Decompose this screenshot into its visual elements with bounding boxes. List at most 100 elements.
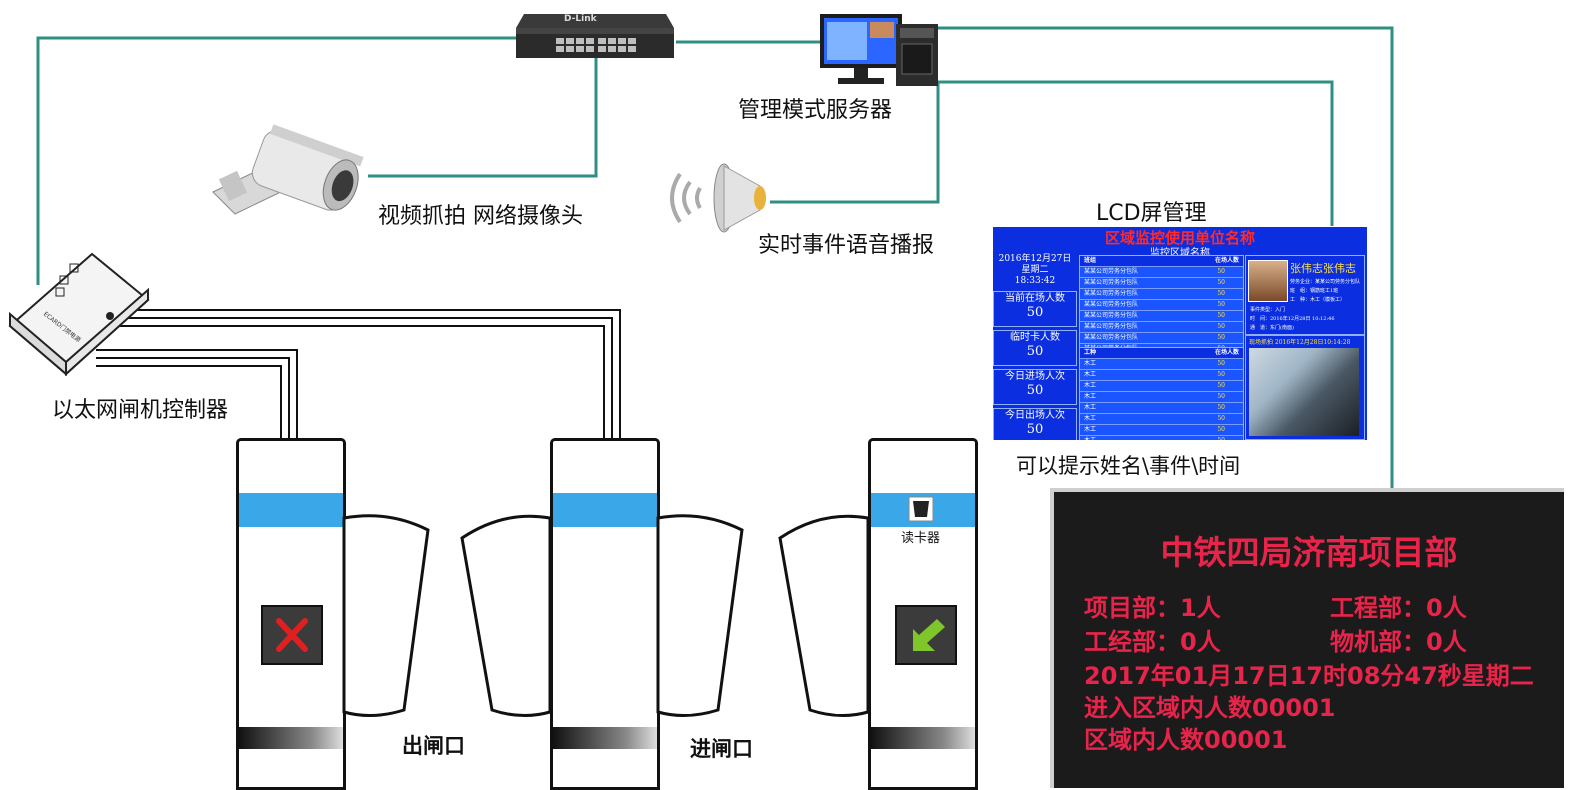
- lcd-time: 18:33:42: [1014, 276, 1056, 286]
- gate-base: [871, 727, 975, 749]
- wire-switch-camera: [368, 58, 598, 178]
- person-info: 时 间：2016年12月28日 10:12:46: [1250, 316, 1335, 322]
- gate-wing-entry-left: [778, 514, 870, 717]
- table-row: 木工 50: [1080, 359, 1243, 370]
- person-info: 班 组：钢筋班工1班: [1290, 288, 1339, 294]
- table-cell: 木工: [1084, 360, 1097, 367]
- lcd-snapshot: 现场抓拍 2016年12月28日10:14:28: [1245, 335, 1365, 440]
- table-cell: 某某公司劳务分包队: [1084, 312, 1139, 319]
- led-line: 工程部：0人: [1330, 594, 1467, 622]
- table-cell: 木工: [1084, 371, 1097, 378]
- person-info: 劳务企业：某某公司劳务分包队: [1290, 279, 1361, 285]
- lcd-person-card: 张伟志张伟志 劳务企业：某某公司劳务分包队 班 组：钢筋班工1班 工 种：木工（…: [1245, 255, 1365, 335]
- table-row: 某某公司劳务分包队 50: [1080, 322, 1243, 333]
- lcd-datetime: 2016年12月27日 星期二 18:33:42: [993, 254, 1077, 288]
- stat-label: 当前在场人数: [1005, 293, 1065, 304]
- table-cell: 50: [1217, 268, 1225, 275]
- speaker-label: 实时事件语音播报: [758, 233, 935, 258]
- table-header-cell: 班组: [1084, 257, 1097, 264]
- table-cell: 50: [1217, 323, 1225, 330]
- controller-label: 以太网闸机控制器: [52, 398, 229, 423]
- gate-wing-exit-left: [460, 514, 552, 717]
- lcd-note: 可以提示姓名\事件\时间: [1016, 454, 1241, 478]
- table-cell: 某某公司劳务分包队: [1084, 268, 1139, 275]
- table-cell: 某某公司劳务分包队: [1084, 279, 1139, 286]
- wire-server-led: [938, 26, 1394, 488]
- lcd-trade-table: 工种在场人数木工50木工50木工50木工50木工50木工50木工50木工50: [1079, 347, 1244, 440]
- snapshot-header: 现场抓拍 2016年12月28日10:14:28: [1249, 339, 1351, 346]
- table-row: 某某公司劳务分包队 50: [1080, 267, 1243, 278]
- stat-value: 50: [1026, 305, 1044, 320]
- table-cell: 某某公司劳务分包队: [1084, 290, 1139, 297]
- lcd-unit-title: 区域监控使用单位名称: [1104, 229, 1255, 247]
- person-photo: [1248, 260, 1288, 302]
- table-cell: 50: [1217, 404, 1225, 411]
- table-cell: 某某公司劳务分包队: [1084, 323, 1139, 330]
- turnstile-gate-right: 读卡器: [868, 438, 978, 790]
- lcd-date: 2016年12月27日: [998, 254, 1072, 264]
- server-computer: [818, 10, 940, 88]
- table-cell: 50: [1217, 360, 1225, 367]
- person-info: 事件类型：入门: [1250, 307, 1286, 313]
- stat-value: 50: [1026, 422, 1044, 437]
- wire-switch-controller: [36, 36, 518, 285]
- speaker-icon: [650, 158, 770, 238]
- camera-icon: [205, 122, 375, 222]
- table-row: 木工 50: [1080, 436, 1243, 440]
- lcd-title-label: LCD屏管理: [1096, 201, 1207, 226]
- snapshot-image: [1249, 348, 1359, 436]
- table-cell: 50: [1217, 301, 1225, 308]
- cable-gate2-a: [110, 309, 621, 440]
- table-cell: 木工: [1084, 393, 1097, 400]
- table-cell: 木工: [1084, 426, 1097, 433]
- camera-label: 视频抓拍 网络摄像头: [378, 204, 583, 229]
- table-row: 某某公司劳务分包队 50: [1080, 333, 1243, 344]
- gate-indicator-band: [553, 493, 657, 527]
- table-header: 工种在场人数: [1080, 348, 1243, 359]
- led-line: 进入区域内人数00001: [1084, 694, 1336, 722]
- card-reader-label: 读卡器: [901, 531, 941, 546]
- led-line: 工经部：0人: [1084, 628, 1221, 656]
- gate-wing-exit-right: [342, 514, 430, 717]
- gate-indicator-band: [239, 493, 343, 527]
- table-cell: 50: [1217, 290, 1225, 297]
- person-info: 工 种：木工（模板工）: [1290, 297, 1346, 303]
- table-cell: 50: [1217, 393, 1225, 400]
- wire-server-lcd: [938, 80, 1334, 226]
- table-cell: 木工: [1084, 436, 1096, 440]
- led-title: 中铁四局济南项目部: [1160, 533, 1458, 572]
- table-cell: 50: [1217, 382, 1225, 389]
- table-row: 木工 50: [1080, 425, 1243, 436]
- led-datetime: 2017年01月17日17时08分47秒星期二: [1084, 662, 1534, 690]
- led-line: 项目部：1人: [1084, 594, 1221, 622]
- table-cell: 某某公司劳务分包队: [1084, 334, 1139, 341]
- table-cell: 50: [1217, 426, 1225, 433]
- cable-gate1-a: [96, 349, 298, 440]
- gate-base: [553, 727, 657, 749]
- table-cell: 50: [1217, 334, 1225, 341]
- controller-device: ECARD门禁电源: [6, 250, 152, 378]
- table-cell: 木工: [1084, 404, 1097, 411]
- table-row: 木工 50: [1080, 381, 1243, 392]
- led-display-board: 中铁四局济南项目部 项目部：1人 工程部：0人 工经部：0人 物机部：0人 20…: [1050, 488, 1564, 788]
- table-cell: 木工: [1084, 382, 1097, 389]
- allow-arrow-icon: [895, 605, 957, 665]
- table-cell: 50: [1217, 436, 1239, 440]
- table-header-cell: 在场人数: [1214, 257, 1239, 264]
- turnstile-gate-middle: [550, 438, 660, 790]
- lcd-screen: 区域监控使用单位名称 监控区域名称 2016年12月27日 星期二 18:33:…: [993, 227, 1367, 440]
- table-header-cell: 在场人数: [1214, 349, 1239, 356]
- deny-icon: [261, 605, 323, 665]
- exit-label: 出闸口: [402, 734, 465, 758]
- entry-label: 进闸口: [690, 737, 753, 761]
